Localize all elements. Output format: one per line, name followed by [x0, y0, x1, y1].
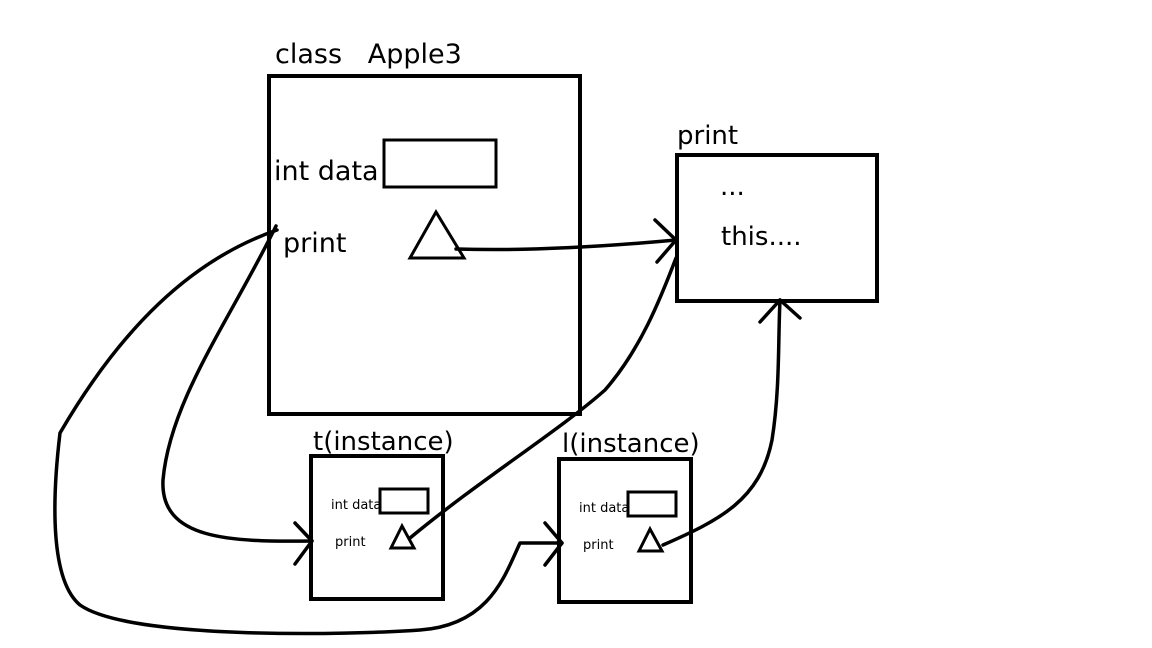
instance-l: l(instance) int data print: [557, 429, 700, 604]
arrowhead-l-to-print: [758, 298, 802, 324]
instance-t-method-label: print: [335, 535, 366, 550]
method-line-3: ...: [720, 280, 745, 310]
instance-t-title: t(instance): [313, 427, 454, 457]
arrowhead-class-to-print: [653, 218, 678, 264]
arrowhead-class-to-l: [543, 521, 564, 567]
arrowhead-class-to-t: [293, 521, 314, 566]
arrow-class-to-l: [53, 228, 564, 636]
instance-l-method-pointer-triangle: [636, 525, 665, 553]
instance-t-field-slot: [378, 487, 430, 515]
method-line-1: ...: [720, 172, 745, 202]
method-line-2: this....: [721, 222, 802, 252]
arrow-class-to-t: [161, 224, 314, 543]
instance-l-method-label: print: [583, 538, 614, 553]
instance-l-field-label: int data: [579, 501, 629, 516]
arrow-class-to-print: [454, 238, 678, 252]
class-box-frame: [267, 74, 582, 416]
arrow-l-to-print: [661, 298, 782, 547]
class-field-label: int data: [274, 156, 379, 187]
instance-t-field-label: int data: [331, 498, 381, 513]
class-method-label: print: [283, 228, 346, 259]
connectors: [53, 218, 802, 636]
instance-l-title: l(instance): [562, 429, 700, 459]
arrow-t-to-print: [408, 256, 678, 540]
instance-l-field-slot: [626, 490, 678, 518]
class-title: class Apple3: [275, 39, 462, 70]
class-field-slot: [382, 138, 498, 189]
instance-t-method-pointer-triangle: [388, 522, 417, 550]
print-method: print ... this.... ...: [675, 121, 879, 310]
class-apple3: class Apple3 int data print: [267, 39, 582, 416]
instance-l-frame: [557, 457, 693, 604]
method-title: print: [677, 121, 738, 151]
instance-t: t(instance) int data print: [309, 427, 454, 601]
instance-t-frame: [309, 454, 445, 601]
class-method-pointer-triangle: [407, 209, 467, 260]
